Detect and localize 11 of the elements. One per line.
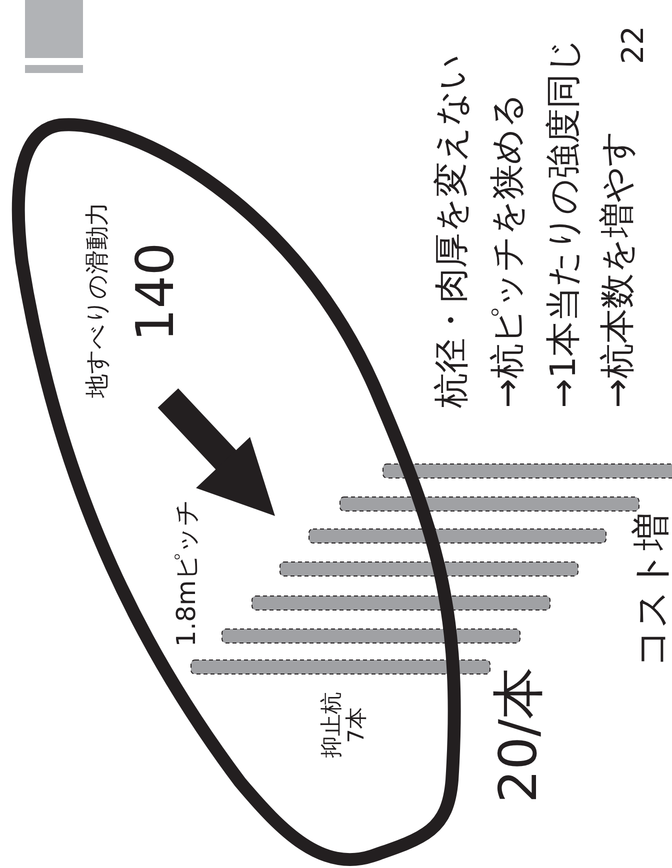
list-item: 杭径・肉厚を変えない xyxy=(432,54,472,408)
unit-value: 20/本 xyxy=(490,667,550,803)
area-caption: 地すべりの滑動力 xyxy=(84,202,112,398)
list-item: →杭本数を増やす xyxy=(598,130,638,408)
force-value: 140 xyxy=(127,242,187,342)
pitch-label: 1.8mピッチ xyxy=(173,499,203,647)
page-number: 22 xyxy=(616,26,652,64)
list-item: →1本当たりの強度同じ xyxy=(544,37,584,408)
list-item: →杭ピッチを狭める xyxy=(488,92,528,408)
note-text: コスト増 xyxy=(630,512,672,668)
pile-count-label: 抑止杭 7本 xyxy=(320,691,370,760)
